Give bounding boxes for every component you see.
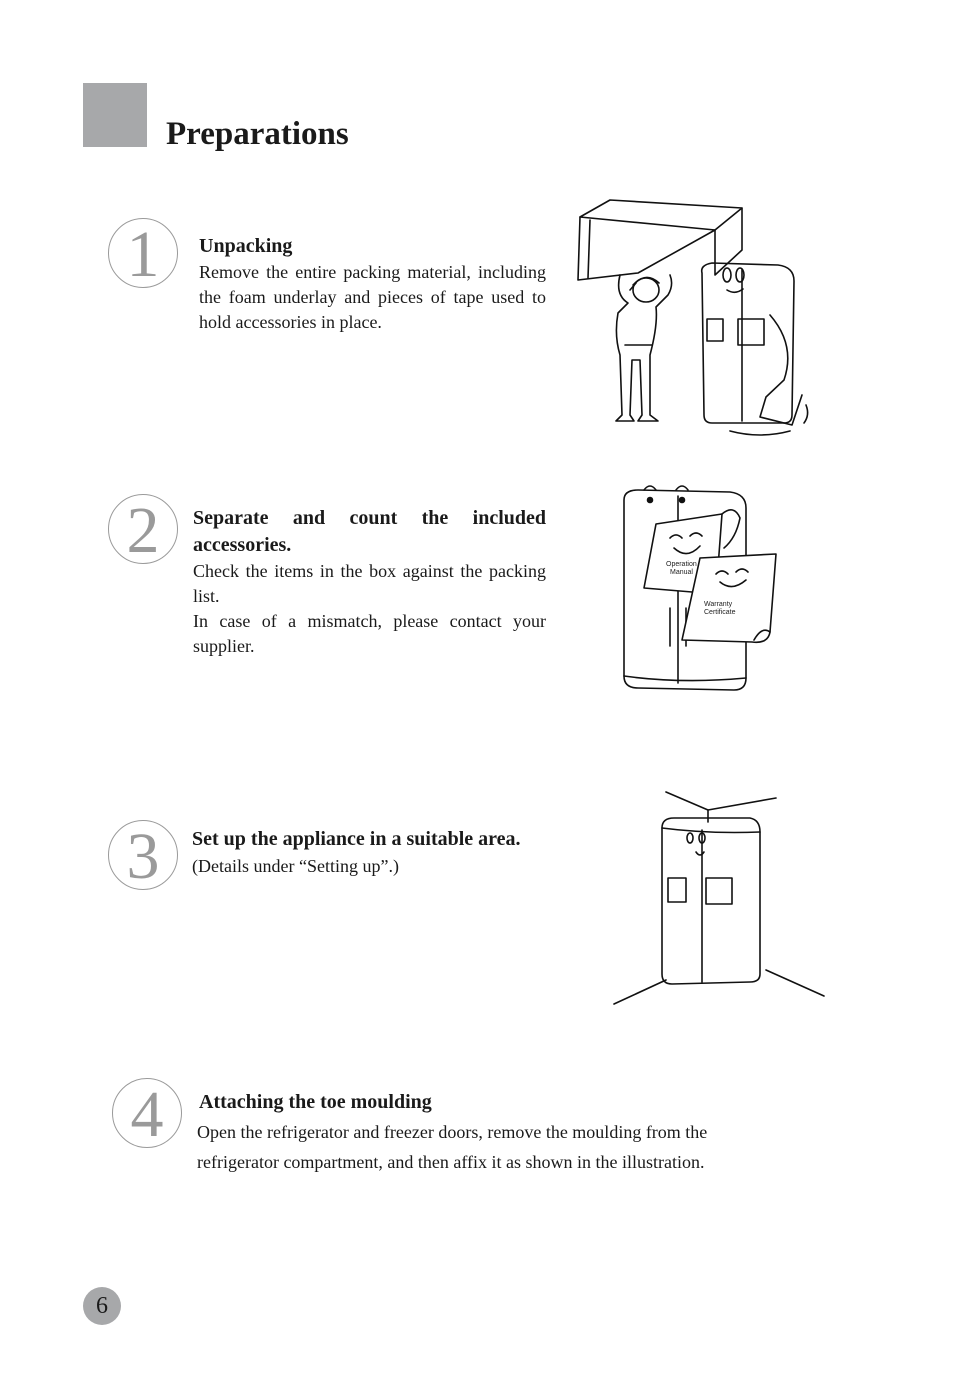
step-number: 2 — [126, 494, 160, 564]
page-title: Preparations — [166, 116, 349, 152]
step-number-circle: 1 — [108, 218, 178, 288]
warranty-label: Warranty — [704, 601, 733, 608]
step-1-text: Unpacking Remove the entire packing mate… — [199, 233, 546, 335]
manual-label: Operation — [666, 561, 697, 568]
step-heading: Set up the appliance in a suitable area. — [192, 828, 521, 850]
step-number-circle: 3 — [108, 820, 178, 890]
step-body: In case of a mismatch, please contact yo… — [193, 611, 546, 656]
accessories-illustration: Operation Manual Warranty Certificate — [612, 478, 782, 700]
step-number-circle: 2 — [108, 494, 178, 564]
step-heading: Attaching the toe moulding — [199, 1091, 432, 1113]
step-number: 1 — [126, 218, 160, 288]
unpacking-illustration — [570, 195, 820, 440]
step-body: Check the items in the box against the p… — [193, 561, 546, 606]
step-heading: Unpacking — [199, 235, 293, 257]
header-block — [83, 83, 147, 147]
page-number: 6 — [83, 1287, 121, 1325]
step-heading: Separate and count the included accessor… — [193, 507, 546, 556]
warranty-label: Certificate — [704, 609, 736, 616]
step-number: 3 — [126, 820, 160, 890]
step-4-text: Attaching the toe moulding Open the refr… — [197, 1089, 727, 1177]
step-number-circle: 4 — [112, 1078, 182, 1148]
step-body: Remove the entire packing material, incl… — [199, 262, 546, 332]
step-2-text: Separate and count the included accessor… — [193, 505, 546, 659]
step-body: Open the refrigerator and freezer doors,… — [197, 1122, 708, 1172]
step-number: 4 — [130, 1078, 164, 1148]
step-body: (Details under “Setting up”.) — [192, 856, 399, 876]
manual-label: Manual — [670, 569, 693, 576]
step-3-text: Set up the appliance in a suitable area.… — [192, 826, 542, 879]
room-placement-illustration — [610, 788, 830, 1010]
